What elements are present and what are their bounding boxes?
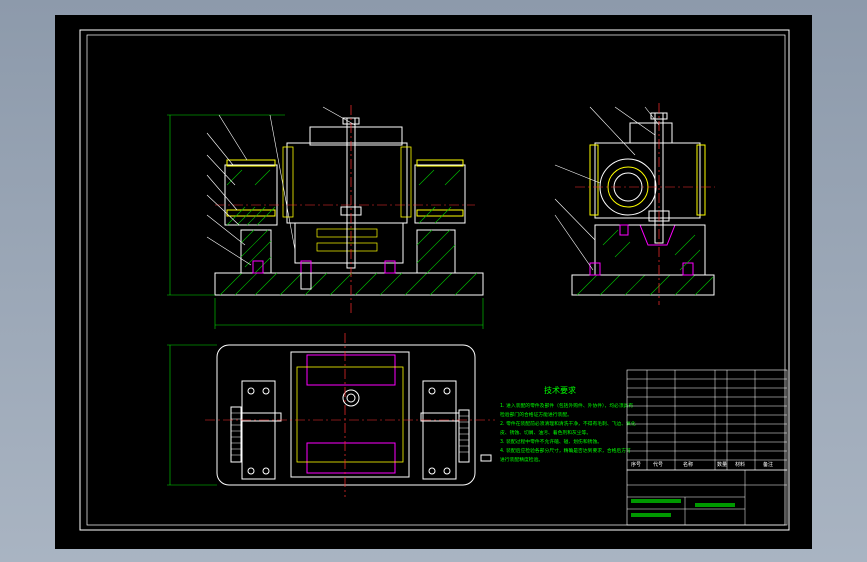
top-right-clamp — [422, 380, 457, 480]
cad-viewport[interactable]: 技术要求 1. 进入装配的零件及部件（包括外购件、外协件），均必须具有检验部门的… — [55, 15, 812, 549]
tech-requirement-line: 检验部门的合格证方能进行装配。 — [500, 411, 572, 418]
assembly-drawing: 技术要求 1. 进入装配的零件及部件（包括外购件、外协件），均必须具有检验部门的… — [79, 29, 790, 531]
title-block: 序号 代号 名称 数量 材料 备注 — [626, 369, 788, 526]
outer-frame — [79, 29, 790, 531]
tech-requirement-line: 2. 零件在装配前必须清理和清洗干净，不得有毛刺、飞边、氧化 — [500, 420, 636, 427]
tech-requirement-line: 1. 进入装配的零件及部件（包括外购件、外协件），均必须具有 — [500, 402, 633, 409]
right-clamp — [414, 164, 466, 224]
tech-requirements-title: 技术要求 — [544, 385, 576, 395]
bom-header-cell: 序号 — [631, 461, 641, 468]
right-column — [416, 229, 456, 274]
top-cap — [309, 126, 403, 146]
side-base-plate — [571, 274, 715, 296]
inner-frame — [86, 34, 786, 526]
bom-header-cell: 数量 — [717, 461, 727, 468]
top-base-plate — [216, 344, 476, 486]
bom-header-cell: 材料 — [735, 461, 745, 468]
tech-requirement-line: 进行装配精度检验。 — [500, 456, 543, 463]
top-left-clamp — [241, 380, 276, 480]
bom-header-cell: 名称 — [683, 461, 693, 468]
tech-requirements: 技术要求 1. 进入装配的零件及部件（包括外购件、外协件），均必须具有检验部门的… — [500, 385, 636, 463]
tech-requirement-line: 皮、锈蚀、切屑、油污、着色剂和灰尘等。 — [500, 429, 591, 436]
bom-header-cell: 代号 — [653, 461, 663, 468]
front-view — [167, 105, 484, 329]
tech-requirement-line: 3. 装配过程中零件不允许磕、碰、划伤和锈蚀。 — [500, 438, 602, 445]
front-base-plate — [214, 272, 484, 296]
side-view — [554, 103, 715, 305]
bom-header-cell: 备注 — [763, 461, 773, 468]
lower-block — [294, 222, 404, 264]
top-view — [167, 333, 495, 497]
tech-requirement-line: 4. 装配后应检验各部分尺寸，精确是否达到要求，合格后方可 — [500, 447, 631, 454]
left-clamp — [224, 164, 278, 226]
